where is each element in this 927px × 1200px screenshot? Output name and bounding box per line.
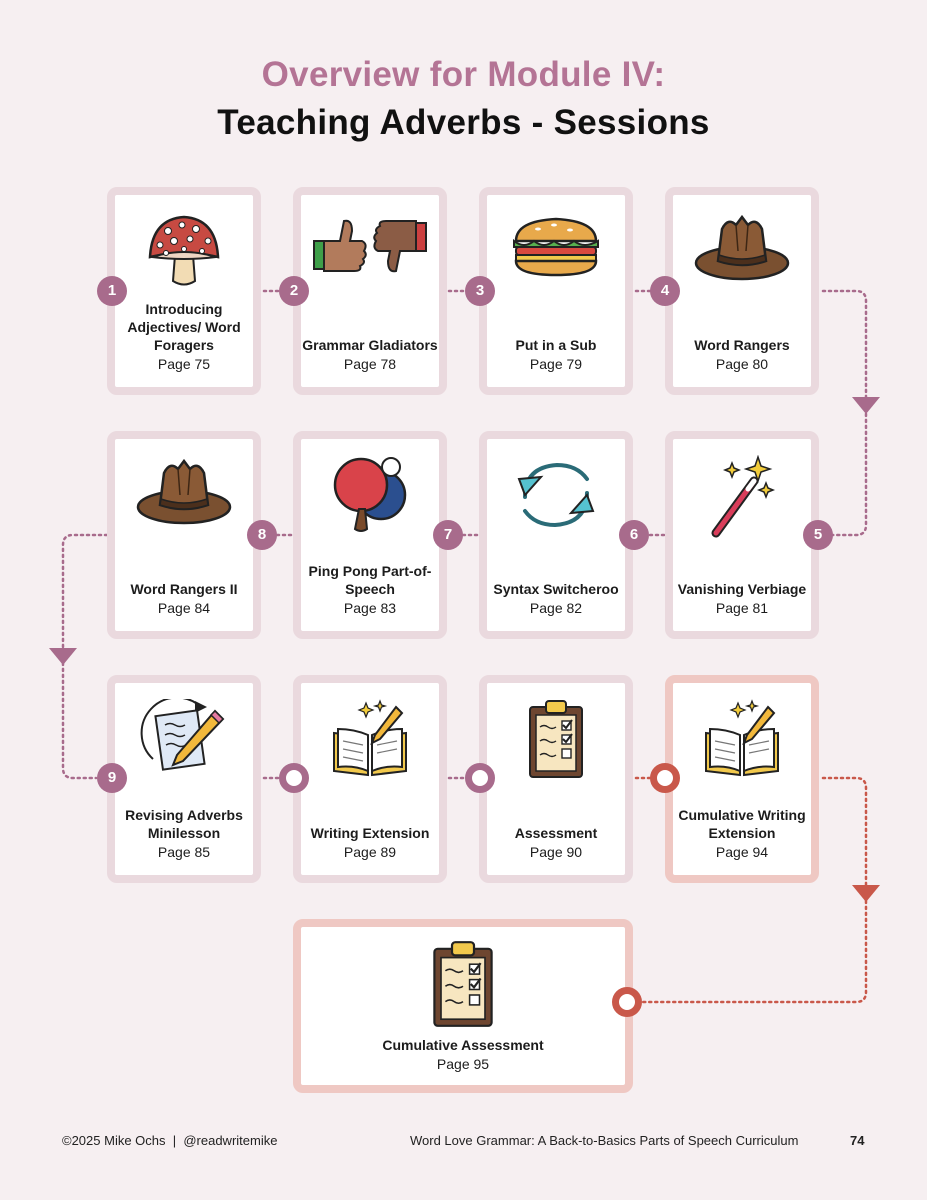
session-card-assessment[interactable]: Assessment Page 90 [479,675,633,883]
session-card-cumulative-assessment[interactable]: Cumulative Assessment Page 95 [293,919,633,1093]
session-page: Page 84 [157,600,211,616]
arrow-down-3 [852,885,880,902]
session-page: Page 85 [157,844,211,860]
session-card-3[interactable]: Put in a Sub Page 79 [479,187,633,395]
footer-page-number: 74 [850,1133,865,1148]
session-page: Page 75 [157,356,211,372]
session-card-7[interactable]: Ping Pong Part-of-Speech Page 83 [293,431,447,639]
session-card-5[interactable]: Vanishing Verbiage Page 81 [665,431,819,639]
book-pencil-icon [673,699,811,784]
session-title: Cumulative Assessment [382,1037,544,1053]
session-page: Page 82 [529,600,583,616]
session-title: Syntax Switcheroo [493,581,619,597]
session-title: Vanishing Verbiage [677,581,807,597]
title-line-2: Teaching Adverbs - Sessions [217,103,710,142]
session-title: Writing Extension [310,825,430,841]
mushroom-icon [115,211,253,294]
session-card-1[interactable]: Introducing Adjectives/ Word Foragers Pa… [107,187,261,395]
session-page: Page 94 [715,844,769,860]
session-title: Word Rangers [694,337,790,353]
session-page: Page 80 [715,356,769,372]
footer-copyright: ©2025 Mike Ochs | @readwritemike [62,1133,278,1148]
step-badge-9: 9 [97,763,127,793]
revising-paper-icon [115,699,253,784]
arrow-down-2 [49,648,77,665]
step-badge-8: 8 [247,520,277,550]
step-ring-cumulative-assessment [612,987,642,1017]
ping-pong-icon [301,455,439,540]
session-title: Revising Adverbs Minilesson [125,807,243,841]
session-title: Put in a Sub [515,337,597,353]
session-card-cumulative-writing-extension[interactable]: Cumulative Writing Extension Page 94 [665,675,819,883]
session-card-4[interactable]: Word Rangers Page 80 [665,187,819,395]
connector-4-5 [821,289,868,537]
book-pencil-icon [301,699,439,784]
clipboard-icon [301,939,625,1034]
step-badge-1: 1 [97,276,127,306]
step-ring-assessment [465,763,495,793]
session-page: Page 90 [529,844,583,860]
session-title: Ping Pong Part-of-Speech [308,563,432,597]
session-card-6[interactable]: Syntax Switcheroo Page 82 [479,431,633,639]
clipboard-icon [487,699,625,784]
ranger-hat-icon [673,211,811,292]
session-title: Cumulative Writing Extension [678,807,806,841]
title-line-1: Overview for Module IV: [261,55,666,94]
footer-book-title: Word Love Grammar: A Back-to-Basics Part… [410,1133,799,1148]
session-page: Page 95 [436,1056,490,1072]
magic-wand-icon [673,455,811,544]
arrow-down-1 [852,397,880,414]
step-badge-7: 7 [433,520,463,550]
session-title: Introducing Adjectives/ Word Foragers [127,301,241,353]
session-title: Grammar Gladiators [302,337,438,353]
session-card-8[interactable]: Word Rangers II Page 84 [107,431,261,639]
session-page: Page 81 [715,600,769,616]
sandwich-icon [487,211,625,286]
ranger-hat-icon [115,455,253,536]
step-badge-2: 2 [279,276,309,306]
session-title: Assessment [514,825,598,841]
session-page: Page 89 [343,844,397,860]
session-page: Page 83 [343,600,397,616]
swap-arrows-icon [487,455,625,540]
step-badge-4: 4 [650,276,680,306]
session-page: Page 78 [343,356,397,372]
thumbs-up-down-icon [301,211,439,286]
session-card-9[interactable]: Revising Adverbs Minilesson Page 85 [107,675,261,883]
session-card-writing-extension[interactable]: Writing Extension Page 89 [293,675,447,883]
step-badge-3: 3 [465,276,495,306]
step-ring-cumulative-writing-extension [650,763,680,793]
step-badge-5: 5 [803,520,833,550]
session-card-2[interactable]: Grammar Gladiators Page 78 [293,187,447,395]
step-ring-writing-extension [279,763,309,793]
step-badge-6: 6 [619,520,649,550]
session-title: Word Rangers II [130,581,238,597]
session-page: Page 79 [529,356,583,372]
